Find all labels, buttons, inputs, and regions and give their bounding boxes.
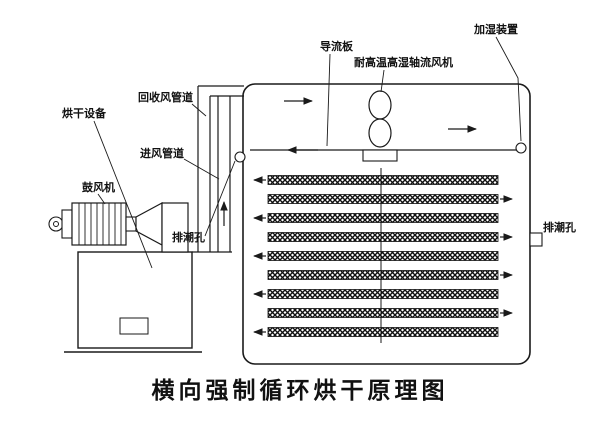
air-ducts <box>192 85 244 253</box>
label-moisture-vent-left: 排潮孔 <box>172 230 205 244</box>
label-drying-equipment: 烘干设备 <box>62 106 107 120</box>
label-axial-fan: 耐高温高湿轴流风机 <box>354 55 453 69</box>
heater-box-door <box>119 317 149 335</box>
leader-blower <box>97 193 106 205</box>
tray-stack <box>253 175 513 337</box>
fan-mount <box>362 149 398 162</box>
left-wall-port <box>234 151 246 163</box>
label-leaders <box>93 36 522 269</box>
tray-bar <box>267 175 499 185</box>
tray-bar <box>267 213 499 223</box>
leader-drying-equipment <box>93 120 153 269</box>
tray-bar <box>267 270 499 280</box>
tray-bar <box>267 232 499 242</box>
tray-bar <box>267 308 499 318</box>
tray-bar <box>267 289 499 299</box>
blower-outlet-column <box>161 202 189 253</box>
drying-chamber <box>234 83 543 365</box>
label-air-inlet-duct: 进风管道 <box>140 146 184 160</box>
diagram-caption: 横向强制循环烘干原理图 <box>152 377 449 404</box>
leader-recovery-duct <box>191 103 207 117</box>
leader-inlet-duct <box>183 158 220 180</box>
labels: 加湿装置 导流板 耐高温高湿轴流风机 回收风管道 烘干设备 进风管道 鼓风机 排… <box>62 22 576 244</box>
motor-end-cap <box>61 209 73 239</box>
label-deflector-plate: 导流板 <box>320 39 354 53</box>
leader-humidifier <box>495 36 522 142</box>
heater-box <box>64 251 202 353</box>
leader-deflector <box>326 53 331 147</box>
label-moisture-vent-right: 排潮孔 <box>543 220 576 234</box>
axial-fan-bottom-blade <box>368 118 392 148</box>
blower-assembly <box>48 201 189 253</box>
motor-fins <box>78 203 122 245</box>
leader-axial-fan <box>380 69 385 93</box>
tray-bar <box>267 251 499 261</box>
label-blower: 鼓风机 <box>82 180 115 194</box>
axial-fan-top-blade <box>368 90 392 120</box>
leader-moisture-vent-left <box>204 160 236 237</box>
motor-body <box>71 202 127 246</box>
tray-bar <box>267 327 499 337</box>
label-recovery-air-duct: 回收风管道 <box>138 90 193 104</box>
tray-bar <box>267 194 499 204</box>
label-humidifier: 加湿装置 <box>473 22 518 36</box>
moisture-vent-right-port <box>529 232 543 247</box>
motor-shaft-center <box>53 221 59 227</box>
humidifier-device <box>515 142 527 154</box>
